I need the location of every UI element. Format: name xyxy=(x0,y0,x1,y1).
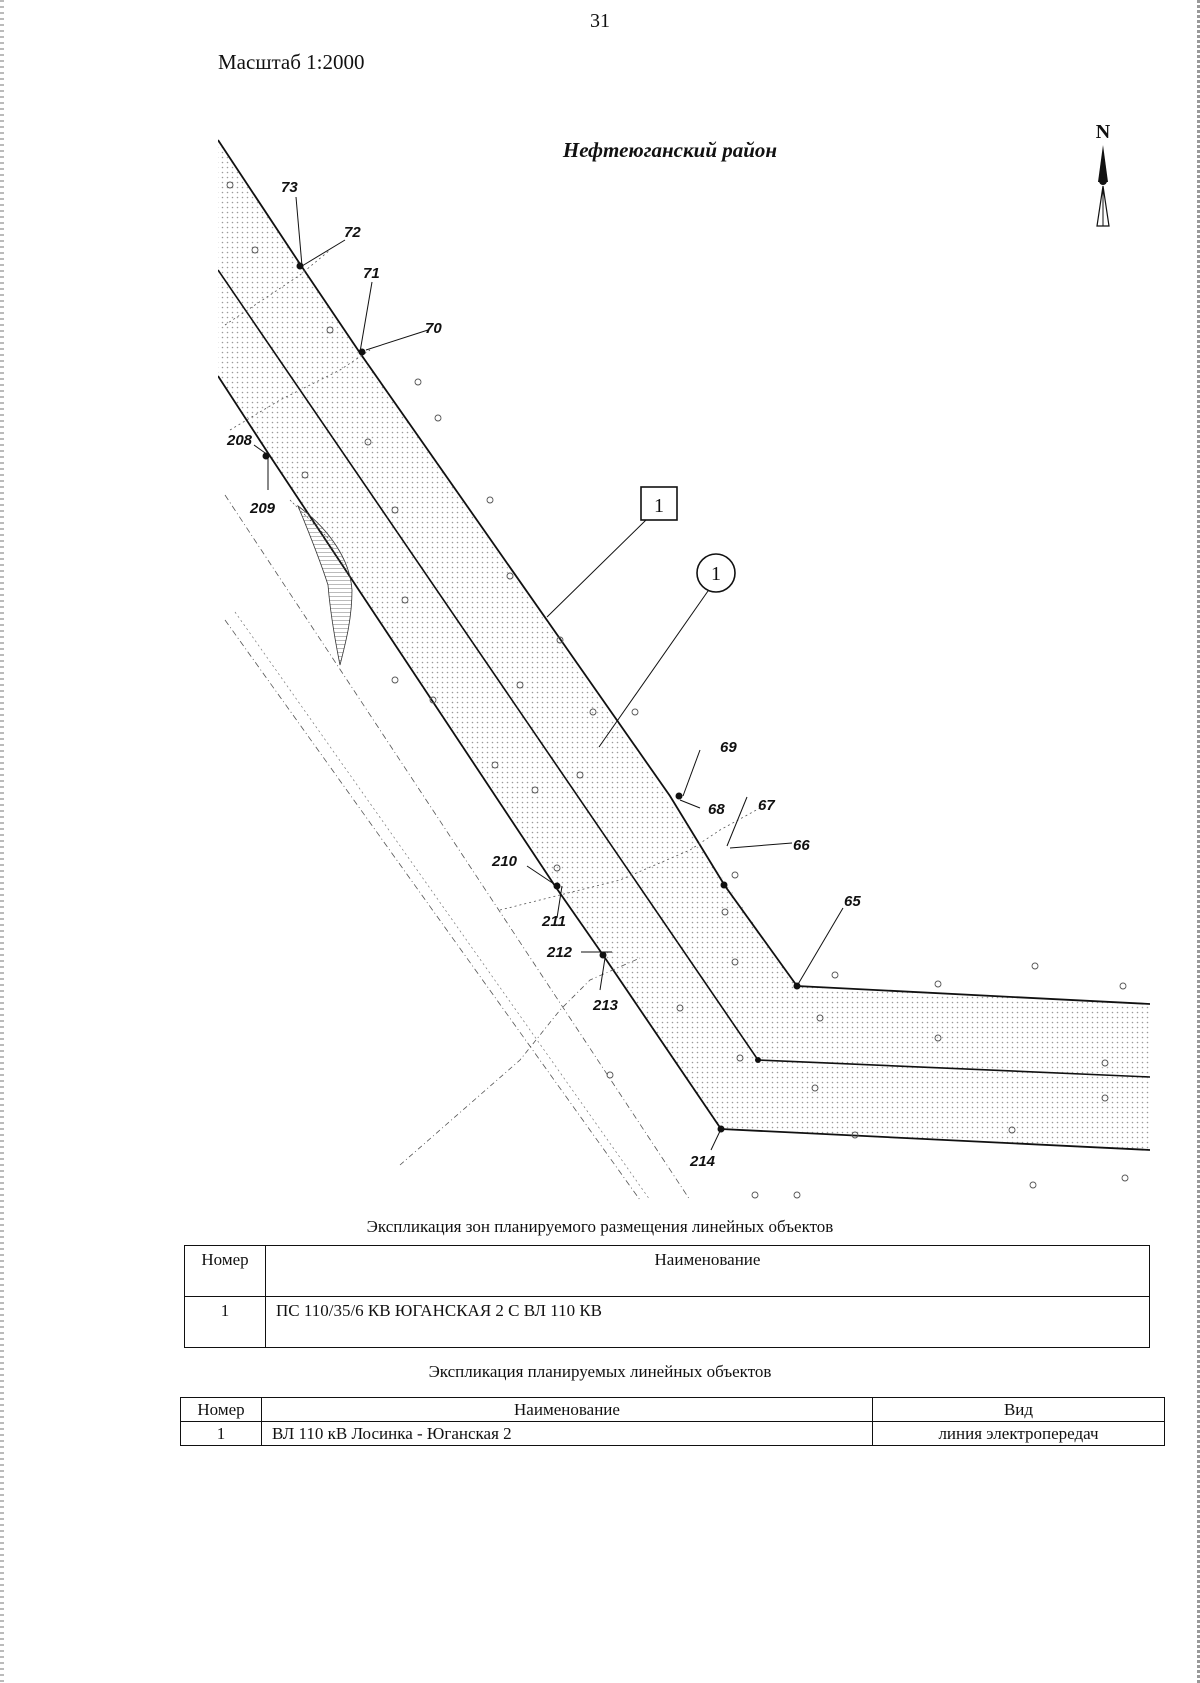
scan-edge-left xyxy=(0,0,4,1683)
point-leaders xyxy=(253,196,844,1151)
point-label: 66 xyxy=(793,837,810,854)
zones-table-caption: Экспликация зон планируемого размещения … xyxy=(366,1217,834,1236)
cell-number: 1 xyxy=(184,1296,266,1348)
existing-line xyxy=(399,957,641,1166)
point-label: 67 xyxy=(758,797,775,814)
svg-text:N: N xyxy=(1096,121,1111,143)
objects-table-caption: Экспликация планируемых линейных объекто… xyxy=(428,1362,772,1381)
point-labels: 73 72 71 70 208 209 69 68 67 66 65 210 2… xyxy=(226,179,861,1170)
existing-line xyxy=(229,349,371,431)
table-header-row: Номер Наименование Вид xyxy=(180,1397,1165,1422)
point-label: 70 xyxy=(425,320,442,337)
cell-number: 1 xyxy=(180,1421,262,1446)
zone-callout-label: 1 xyxy=(654,495,664,517)
region-title: Нефтеюганский район xyxy=(562,138,778,162)
point-label: 71 xyxy=(363,265,380,282)
existing-line xyxy=(224,619,641,1200)
zones-table: Номер Наименование 1 ПС 110/35/6 КВ ЮГАН… xyxy=(184,1245,1150,1348)
point-label: 73 xyxy=(281,179,298,196)
header-type: Вид xyxy=(872,1397,1165,1422)
boundary-vertices xyxy=(262,262,801,1133)
point-label: 68 xyxy=(708,801,725,818)
point-label: 209 xyxy=(249,500,276,517)
point-label: 65 xyxy=(844,893,861,910)
object-callout: 1 xyxy=(598,553,736,748)
cell-name: ВЛ 110 кВ Лосинка - Юганская 2 xyxy=(261,1421,873,1446)
planned-zone-area xyxy=(218,140,1150,1150)
cell-name: ПС 110/35/6 КВ ЮГАНСКАЯ 2 С ВЛ 110 КВ xyxy=(265,1296,1150,1348)
point-label: 69 xyxy=(720,739,737,756)
point-label: 72 xyxy=(344,224,361,241)
existing-line xyxy=(499,807,761,911)
vegetation-symbols xyxy=(226,181,1129,1199)
scale-label: Масштаб 1:2000 xyxy=(218,50,365,74)
zone-callout: 1 xyxy=(546,486,678,618)
header-number: Номер xyxy=(180,1397,262,1422)
table-row: 1 ВЛ 110 кВ Лосинка - Юганская 2 линия э… xyxy=(180,1421,1165,1446)
page-number: 31 xyxy=(590,10,610,32)
existing-line xyxy=(224,249,331,326)
cell-type: линия электропередач xyxy=(872,1421,1165,1446)
point-label: 211 xyxy=(541,913,566,930)
zone-boundary-south xyxy=(218,375,1150,1151)
scan-edge-right xyxy=(1197,0,1200,1683)
point-label: 208 xyxy=(226,432,253,449)
existing-line xyxy=(224,494,691,1200)
header-number: Номер xyxy=(184,1245,266,1297)
header-name: Наименование xyxy=(261,1397,873,1422)
header-name: Наименование xyxy=(265,1245,1150,1297)
point-label: 210 xyxy=(491,853,518,870)
object-callout-label: 1 xyxy=(711,563,721,585)
table-row: 1 ПС 110/35/6 КВ ЮГАНСКАЯ 2 С ВЛ 110 КВ xyxy=(184,1296,1150,1348)
objects-table: Номер Наименование Вид 1 ВЛ 110 кВ Лосин… xyxy=(180,1397,1165,1446)
north-arrow-icon: N xyxy=(1096,121,1111,227)
point-label: 212 xyxy=(546,944,573,961)
table-header-row: Номер Наименование xyxy=(184,1245,1150,1297)
point-label: 213 xyxy=(592,997,619,1014)
map-body xyxy=(218,139,1150,1200)
slope-hatch xyxy=(297,504,353,666)
point-label: 214 xyxy=(689,1153,716,1170)
